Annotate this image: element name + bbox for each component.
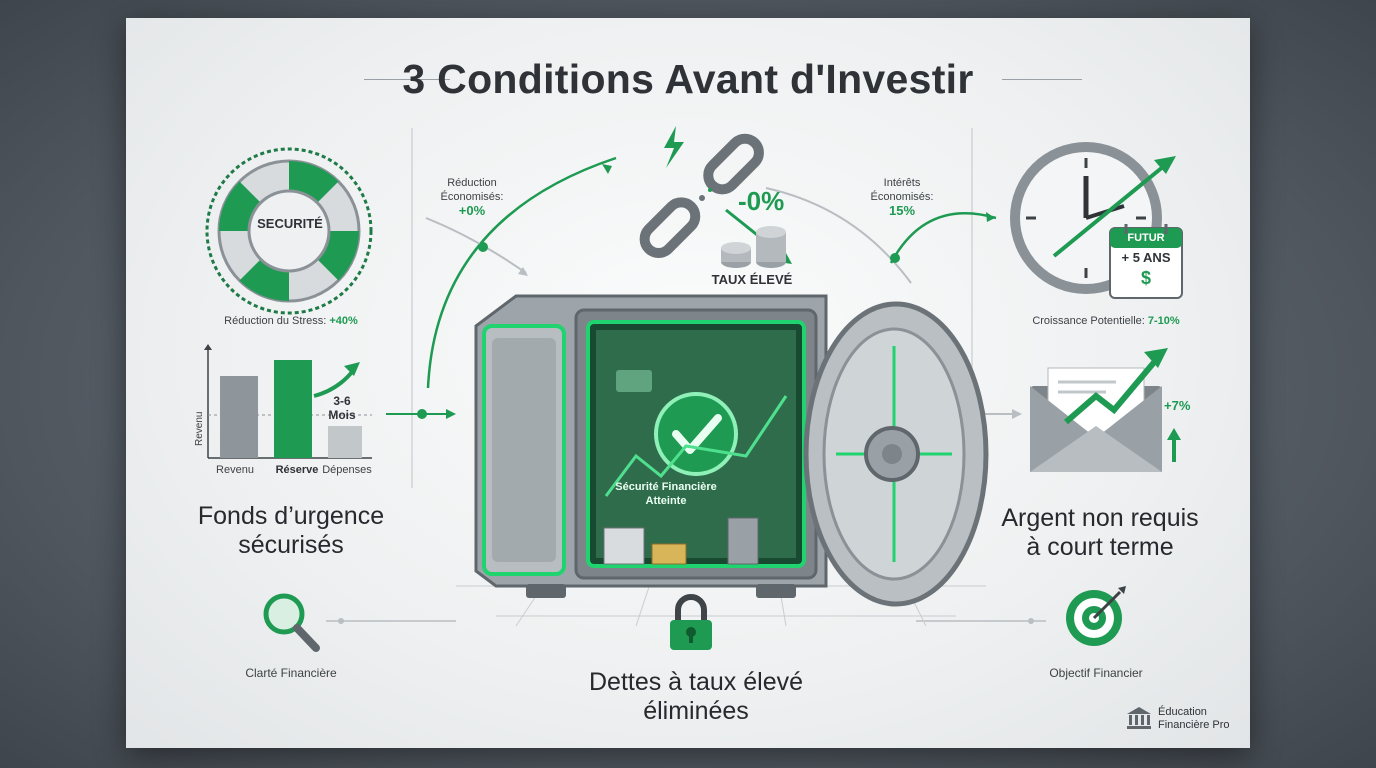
envelope-growth-icon: [1030, 348, 1181, 472]
arc-right-grey: [765, 187, 912, 284]
padlock-icon: [670, 594, 712, 650]
reserve-bar-chart: [204, 344, 372, 459]
calendar-symbol: $: [1140, 268, 1151, 288]
chart-annotation: 3-6 Mois: [328, 394, 356, 422]
heading-argent: Argent non requis à court terme: [1001, 504, 1199, 561]
vault-safe-illustration: [456, 294, 989, 627]
brand-label: Éducation Financière Pro: [1158, 706, 1230, 731]
bar-reserve: [274, 360, 312, 458]
envelope-value: +7%: [1164, 398, 1191, 413]
bar-revenu: [220, 376, 258, 458]
growth-metric: Croissance Potentielle: 7-10%: [1006, 314, 1206, 328]
stress-metric: Réduction du Stress: +40%: [186, 314, 396, 328]
lifebuoy-label: SECURITÉ: [257, 216, 323, 231]
heading-dettes: Dettes à taux élevé éliminées: [588, 668, 803, 725]
growth-value: 7-10%: [1147, 315, 1180, 327]
lifebuoy-icon: [205, 147, 373, 315]
title-rule-left: [364, 79, 450, 80]
bar-depenses: [328, 426, 362, 458]
calendar-icon: [1109, 224, 1183, 299]
page-title: 3 Conditions Avant d'Investir: [402, 56, 974, 102]
calendar-value: + 5 ANS: [1121, 250, 1171, 265]
target-icon: [1066, 586, 1126, 646]
clarte-financiere-label: Clarté Financière: [245, 666, 337, 680]
safe-status-text: Sécurité Financière Atteinte: [615, 481, 717, 507]
stress-value: +40%: [329, 315, 358, 327]
heading-fonds-urgence: Fonds d’urgence sécurisés: [197, 502, 385, 559]
debt-value: -0%: [738, 186, 785, 216]
chart-tick-depenses: Dépenses: [322, 464, 372, 476]
chart-ylabel: Revenu: [194, 411, 205, 446]
title-rule-right: [1002, 79, 1082, 80]
objectif-financier-label: Objectif Financier: [1049, 666, 1143, 680]
infographic-poster: 3 Conditions Avant d'Investir SECURITÉ: [126, 18, 1250, 748]
chart-tick-reserve: Réserve: [275, 464, 319, 476]
interets-metric: Intérêts Économisés: 15%: [870, 177, 934, 218]
bank-building-icon: [1127, 707, 1151, 729]
magnifier-icon: [263, 593, 320, 652]
taux-eleve-label: TAUX ÉLEVÉ: [711, 272, 793, 287]
reduction-metric: Réduction Économisés: +0%: [440, 177, 504, 218]
arc-right-green: [889, 212, 997, 264]
coins-icon: [721, 226, 786, 268]
growth-label: Croissance Potentielle:: [1032, 315, 1145, 327]
calendar-top: FUTUR: [1127, 232, 1165, 244]
chart-tick-revenu: Revenu: [216, 464, 254, 476]
stress-label: Réduction du Stress:: [224, 315, 327, 327]
